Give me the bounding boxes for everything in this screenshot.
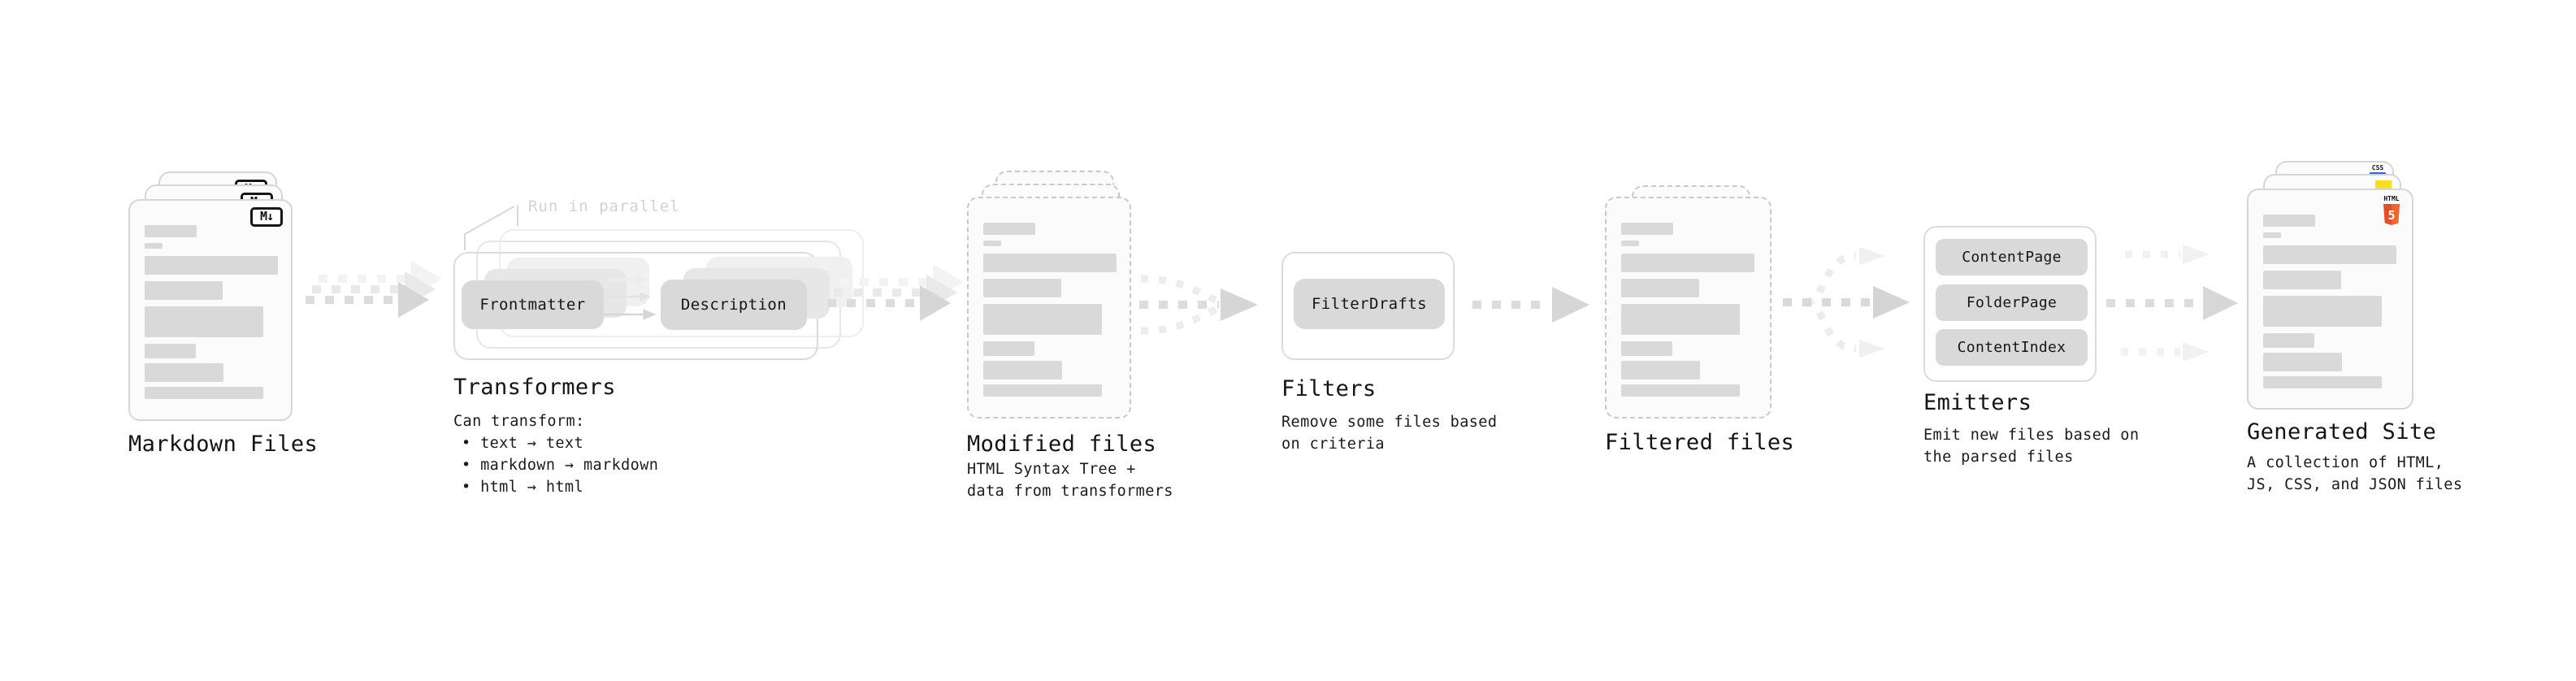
emitters-box: ContentPage FolderPage ContentIndex	[1923, 226, 2097, 382]
skeleton-line	[983, 223, 1035, 235]
transformer-pill-frontmatter: Frontmatter	[462, 280, 604, 329]
desc-line: A collection of HTML,	[2247, 454, 2444, 471]
skeleton-line	[145, 225, 197, 237]
generated-file-card-html: HTML 5	[2247, 189, 2413, 410]
skeleton-line	[2263, 232, 2281, 238]
skeleton-line	[983, 384, 1102, 397]
run-in-parallel-annotation: Run in parallel	[528, 197, 680, 215]
merge-arrow-icon	[1139, 275, 1258, 335]
markdown-icon: M↓	[250, 207, 283, 227]
skeleton-line	[1621, 223, 1673, 235]
triple-arrow-icon	[2106, 245, 2238, 362]
skeleton-line	[145, 243, 163, 249]
emitter-pill-contentindex: ContentIndex	[1936, 329, 2088, 366]
skeleton-line	[1621, 341, 1672, 356]
arrow-right-icon	[827, 264, 964, 321]
skeleton-line	[983, 341, 1034, 356]
desc-line: on criteria	[1281, 436, 1385, 453]
skeleton-line	[145, 281, 223, 300]
arrow-right-icon	[1472, 287, 1589, 323]
transformer-pill-description: Description	[661, 280, 807, 330]
bullet-line: • text → text	[462, 435, 583, 452]
skeleton-line	[983, 361, 1062, 380]
skeleton-line	[2263, 215, 2315, 227]
skeleton-line	[2263, 296, 2382, 327]
transformers-description: Can transform: • text → text • markdown …	[453, 410, 658, 498]
skeleton-line	[983, 254, 1117, 272]
filtered-file-card-front	[1605, 197, 1772, 419]
desc-line: Remove some files based	[1281, 414, 1498, 431]
html5-icon: HTML 5	[2383, 195, 2400, 225]
fanout-arrow-icon	[1783, 247, 1910, 358]
skeleton-line	[983, 241, 1001, 246]
parallel-arrows-icon	[603, 275, 657, 320]
desc-line: Emit new files based on	[1923, 427, 2140, 444]
stage-title-markdown-files: Markdown Files	[128, 432, 319, 457]
annotation-leader-line	[464, 205, 518, 250]
skeleton-line	[145, 344, 196, 358]
stage-title-transformers: Transformers	[453, 375, 616, 400]
generated-site-description: A collection of HTML, JS, CSS, and JSON …	[2247, 452, 2462, 496]
skeleton-line	[983, 304, 1102, 335]
markdown-file-card-front: M↓	[128, 199, 293, 421]
emitter-pill-contentpage: ContentPage	[1936, 239, 2088, 275]
emitter-pill-folderpage: FolderPage	[1936, 284, 2088, 321]
stage-title-filters: Filters	[1281, 376, 1377, 401]
skeleton-line	[2263, 245, 2396, 264]
skeleton-line	[145, 363, 223, 382]
skeleton-line	[2263, 353, 2342, 371]
skeleton-line	[1621, 304, 1740, 335]
skeleton-line	[2263, 271, 2341, 289]
desc-line: the parsed files	[1923, 449, 2074, 466]
skeleton-line	[1621, 254, 1754, 272]
svg-text:5: 5	[2387, 208, 2395, 223]
skeleton-line	[1621, 279, 1699, 297]
emitters-description: Emit new files based on the parsed files	[1923, 424, 2139, 468]
bullet-line: • markdown → markdown	[462, 457, 659, 474]
skeleton-line	[145, 387, 263, 399]
skeleton-line	[1621, 384, 1740, 397]
filter-pill-filterdrafts: FilterDrafts	[1294, 279, 1445, 329]
arrow-right-icon	[306, 261, 442, 318]
bullet-line: • html → html	[462, 479, 583, 496]
desc-line: HTML Syntax Tree +	[967, 461, 1136, 478]
skeleton-line	[2263, 333, 2314, 348]
stage-title-modified-files: Modified files	[967, 432, 1157, 457]
skeleton-line	[145, 306, 263, 337]
skeleton-line	[983, 279, 1061, 297]
skeleton-line	[2263, 376, 2382, 388]
svg-text:HTML: HTML	[2383, 195, 2399, 202]
modified-files-description: HTML Syntax Tree + data from transformer…	[967, 458, 1173, 502]
stage-title-generated-site: Generated Site	[2247, 419, 2437, 445]
filters-description: Remove some files based on criteria	[1281, 411, 1497, 455]
desc-line: data from transformers	[967, 483, 1173, 500]
skeleton-line	[145, 256, 278, 275]
stage-title-filtered-files: Filtered files	[1605, 430, 1795, 455]
desc-line: Can transform:	[453, 413, 585, 430]
desc-line: JS, CSS, and JSON files	[2247, 476, 2463, 493]
skeleton-line	[1621, 361, 1700, 380]
modified-file-card-front	[967, 197, 1131, 419]
skeleton-line	[1621, 241, 1639, 246]
stage-title-emitters: Emitters	[1923, 390, 2032, 415]
